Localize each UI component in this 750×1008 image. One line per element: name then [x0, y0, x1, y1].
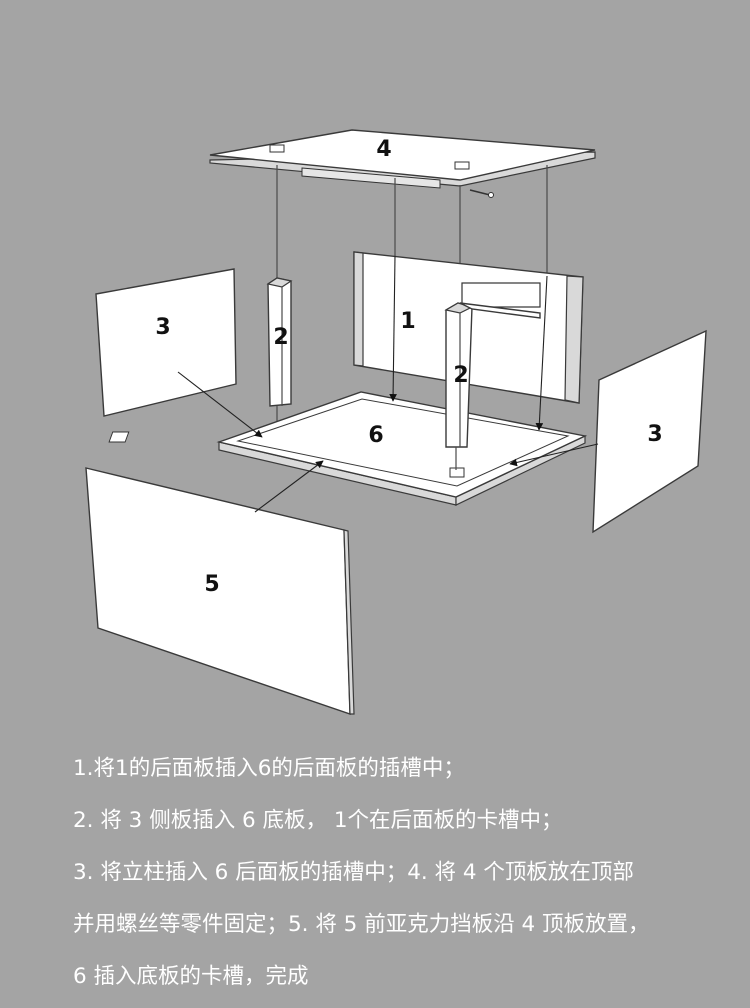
front-panel-5: 5 — [86, 468, 354, 714]
instruction-line-3: 3. 将立柱插入 6 后面板的插槽中；4. 将 4 个顶板放在顶部 — [73, 852, 733, 904]
bottom-slot-right — [450, 468, 464, 477]
instruction-line-2: 2. 将 3 侧板插入 6 底板， 1个在后面板的卡槽中； — [73, 800, 733, 852]
label-6: 6 — [368, 423, 383, 448]
assembly-instructions: 1.将1的后面板插入6的后面板的插槽中； 2. 将 3 侧板插入 6 底板， 1… — [73, 748, 733, 1008]
top-panel-slot-left — [270, 145, 284, 152]
side-panel-right-3: 3 — [593, 331, 706, 532]
instruction-line-4: 并用螺丝等零件固定；5. 将 5 前亚克力挡板沿 4 顶板放置， — [73, 904, 733, 956]
label-2-right: 2 — [453, 363, 468, 388]
bottom-slot-left — [109, 432, 129, 442]
top-panel-4: 4 — [210, 130, 595, 198]
back-panel-slot — [462, 283, 540, 307]
exploded-assembly-diagram: 4 1 3 2 6 — [0, 0, 750, 730]
top-panel-slot-right — [455, 162, 469, 169]
side-panel-left-3: 3 — [96, 269, 236, 416]
label-5: 5 — [204, 572, 219, 597]
bottom-panel-6: 6 — [109, 392, 585, 505]
instruction-line-1: 1.将1的后面板插入6的后面板的插槽中； — [73, 748, 733, 800]
label-1: 1 — [400, 309, 415, 334]
label-4: 4 — [376, 137, 391, 162]
label-3-left: 3 — [155, 315, 170, 340]
instruction-line-5: 6 插入底板的卡槽，完成 — [73, 956, 733, 1008]
label-3-right: 3 — [647, 422, 662, 447]
label-2-left: 2 — [273, 325, 288, 350]
pillar-left-2: 2 — [268, 278, 291, 430]
